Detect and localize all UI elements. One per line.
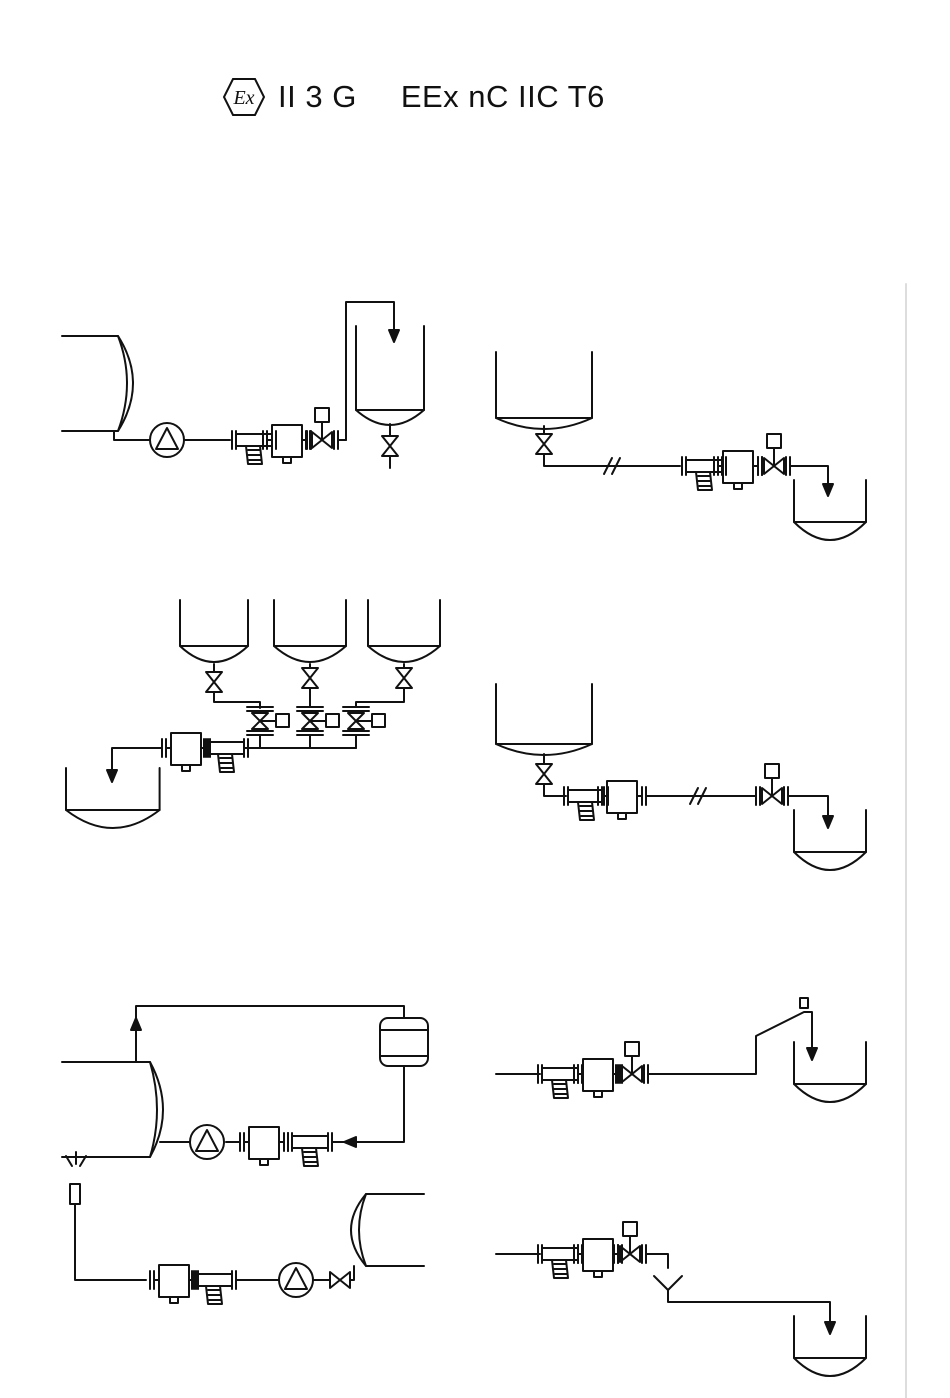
strainer-icon: [538, 1065, 582, 1098]
schematic-8: [496, 1222, 866, 1376]
solenoid-valve-icon: [614, 1222, 646, 1263]
solenoid-valve-icon: [343, 707, 385, 735]
accumulator: [380, 1018, 428, 1066]
sensor-icon: [263, 425, 311, 463]
arrow-down-icon: [807, 1048, 817, 1060]
valve-icon: [382, 436, 398, 456]
valve-icon: [302, 668, 318, 688]
schematic-5: [62, 1006, 428, 1166]
pump-icon: [150, 423, 184, 457]
drip-sensor: [70, 1184, 80, 1204]
valve-icon: [396, 668, 412, 688]
schematic-4: [496, 684, 866, 870]
tank-5: [62, 1062, 163, 1157]
valve-icon: [536, 434, 552, 454]
solenoid-valve-icon: [756, 764, 788, 805]
sensor-icon: [240, 1127, 288, 1165]
schematic-7: [66, 1152, 424, 1304]
hopper-3b: [274, 600, 346, 662]
sensor-icon: [598, 781, 646, 819]
pump-icon: [279, 1263, 313, 1297]
sensor-icon: [150, 1265, 198, 1303]
hopper-3a: [180, 600, 248, 662]
basin-6: [794, 1042, 866, 1102]
valve-icon: [330, 1272, 350, 1288]
strainer-icon: [232, 431, 276, 464]
schematic-1: [62, 302, 424, 468]
solenoid-valve-icon: [247, 707, 289, 735]
strainer-icon: [682, 457, 726, 490]
arrow-down-icon: [107, 770, 117, 782]
arrow-down-icon: [823, 484, 833, 496]
strainer-icon: [288, 1133, 332, 1166]
arrow-down-icon: [389, 330, 399, 342]
strainer-icon: [538, 1245, 582, 1278]
riser-nozzle: [800, 998, 808, 1008]
valve-icon: [536, 764, 552, 784]
solenoid-valve-icon: [758, 434, 790, 475]
solenoid-valve-icon: [297, 707, 339, 735]
schematic-2: [496, 352, 866, 540]
schematic-6: [496, 998, 866, 1102]
solenoid-valve-icon: [306, 408, 338, 449]
hopper-3c: [368, 600, 440, 662]
pump-icon: [190, 1125, 224, 1159]
schematic-3: [66, 600, 440, 828]
arrow-down-icon: [825, 1322, 835, 1334]
solenoid-valve-icon: [616, 1042, 648, 1083]
arrow-down-icon: [823, 816, 833, 828]
valve-icon: [206, 672, 222, 692]
sensor-icon: [162, 733, 210, 771]
